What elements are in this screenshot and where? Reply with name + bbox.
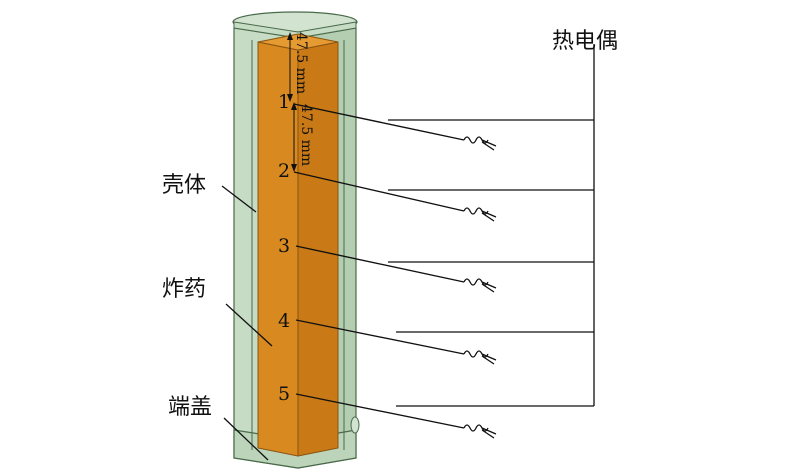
thermocouple-wires — [293, 103, 497, 439]
label-explosive: 炸药 — [162, 277, 206, 302]
point-label-3: 3 — [278, 235, 290, 257]
dimension-annotations: 47.5 mm 47.5 mm — [287, 32, 314, 172]
component-labels: 热电偶 壳体 炸药 端盖 — [162, 29, 618, 461]
label-thermocouple: 热电偶 — [552, 29, 618, 54]
thermocouple-wire-2 — [293, 171, 465, 212]
explosive — [251, 33, 345, 457]
thermocouple-wire-5 — [295, 393, 465, 429]
dimension-arrowhead-mid-down — [291, 164, 297, 172]
dimension-label-between: 47.5 mm — [298, 104, 314, 166]
thermocouple-wire-4 — [295, 319, 465, 355]
thermocouple-wire-3 — [295, 245, 465, 283]
label-shell: 壳体 — [162, 173, 206, 198]
point-label-2: 2 — [278, 160, 290, 182]
leader-end-cap — [223, 417, 269, 461]
dimension-label-top: 47.5 mm — [293, 32, 309, 94]
thermocouple-coil-5 — [463, 424, 497, 439]
explosive-top — [257, 33, 339, 51]
thermocouple-wire-1 — [293, 103, 465, 141]
leader-shell — [221, 185, 257, 213]
thermocouple-coil-4 — [463, 350, 497, 365]
dimension-arrowhead-top-down — [287, 94, 293, 102]
end-cap-rim — [350, 416, 360, 434]
point-label-4: 4 — [278, 310, 290, 332]
label-end-cap: 端盖 — [168, 395, 212, 420]
dimension-arrowhead-top-up — [287, 32, 293, 40]
point-label-1: 1 — [278, 91, 290, 113]
thermocouple-bracket — [388, 44, 595, 407]
leader-explosive — [225, 303, 273, 347]
dimension-arrowhead-mid-up — [291, 102, 297, 110]
thermocouple-coil-3 — [463, 278, 497, 293]
point-label-5: 5 — [278, 383, 290, 405]
thermocouple-coil-1 — [463, 136, 497, 151]
measurement-points: 1 2 3 4 5 — [278, 91, 290, 405]
thermocouple-coil-2 — [463, 207, 497, 222]
